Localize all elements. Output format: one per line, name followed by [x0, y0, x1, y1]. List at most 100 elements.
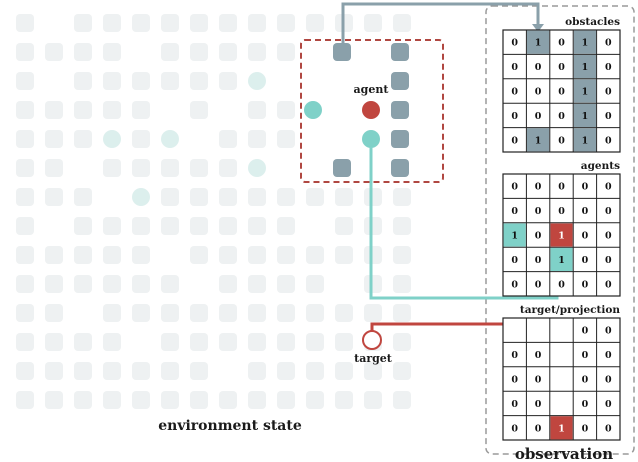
grid-cell: [393, 188, 411, 206]
grid-cell: [161, 391, 179, 409]
observation-cell: 0: [558, 111, 565, 122]
observation-cell: 0: [511, 255, 518, 266]
grid-cell: [161, 333, 179, 351]
grid-cell: [16, 43, 34, 61]
grid-cell: [190, 246, 208, 264]
observation-cell: 0: [605, 38, 612, 49]
observation-cell: 0: [535, 206, 542, 217]
grid-cell: [219, 275, 237, 293]
observation-cell: 0: [582, 375, 589, 386]
faint-agent: [103, 130, 121, 148]
grid-cell: [277, 43, 295, 61]
observation-cell: 0: [535, 87, 542, 98]
grid-cell: [335, 391, 353, 409]
grid-cell: [132, 130, 150, 148]
faint-agent: [161, 130, 179, 148]
grid-cell: [74, 14, 92, 32]
observation-cell: 1: [558, 423, 565, 434]
observation-cell: 0: [511, 350, 518, 361]
observation-cell: 0: [535, 423, 542, 434]
grid-cell: [393, 333, 411, 351]
observation-cell: 0: [511, 375, 518, 386]
observation-cell: 1: [535, 38, 542, 49]
observation-label: observation: [515, 445, 613, 462]
grid-cell: [306, 14, 324, 32]
observation-cell: 0: [535, 255, 542, 266]
observation-box: [485, 5, 635, 455]
grid-cell: [16, 130, 34, 148]
grid-cell: [74, 391, 92, 409]
grid-cell: [190, 304, 208, 322]
grid-cell: [103, 159, 121, 177]
grid-cell: [16, 246, 34, 264]
observation-cell: 1: [558, 231, 565, 242]
grid-cell: [74, 43, 92, 61]
observation-cell-highlight: [573, 79, 596, 103]
grid-cell: [74, 217, 92, 235]
grid-cell: [103, 304, 121, 322]
grid-cell: [306, 275, 324, 293]
grid-cell: [248, 217, 266, 235]
obstacle: [333, 43, 351, 61]
observation-cell: 0: [605, 231, 612, 242]
observation-cell: 0: [605, 206, 612, 217]
grid-cell: [219, 246, 237, 264]
grid-cell: [248, 304, 266, 322]
grid-cell: [219, 14, 237, 32]
observation-cell-highlight: [573, 103, 596, 127]
grid-cell: [364, 188, 382, 206]
observation-cell: 0: [558, 87, 565, 98]
obstacle: [391, 130, 409, 148]
grid-cell: [132, 304, 150, 322]
grid-cell: [335, 362, 353, 380]
grid-cell: [219, 304, 237, 322]
observation-cell: 0: [535, 375, 542, 386]
grid-cell: [74, 246, 92, 264]
grid-cell: [364, 217, 382, 235]
grid-cell: [335, 246, 353, 264]
grid-cell: [306, 362, 324, 380]
grid-cell: [16, 304, 34, 322]
grid-cell: [190, 72, 208, 90]
observation-cell: 0: [582, 255, 589, 266]
grid-cell: [16, 72, 34, 90]
grid-cell: [16, 14, 34, 32]
observation-cell: 0: [582, 206, 589, 217]
obstacle: [391, 43, 409, 61]
observation-cell: 0: [582, 182, 589, 193]
observation-cell: 0: [535, 62, 542, 73]
grid-cell: [364, 246, 382, 264]
grid-cell: [277, 14, 295, 32]
observation-cell-highlight: [527, 30, 550, 54]
grid-cell: [219, 43, 237, 61]
obstacle-arrow-head: [532, 24, 544, 32]
grid-cell: [248, 14, 266, 32]
grid-cell: [103, 14, 121, 32]
grid-cell: [16, 362, 34, 380]
grid-cell: [393, 391, 411, 409]
grid-cell: [393, 14, 411, 32]
grid-cell: [190, 14, 208, 32]
grid-cell: [335, 304, 353, 322]
observation-cell: 0: [582, 279, 589, 290]
grid-cell: [335, 333, 353, 351]
observation-cell: 0: [511, 399, 518, 410]
grid-cell: [219, 72, 237, 90]
grid-cell: [364, 304, 382, 322]
grid-cell: [74, 130, 92, 148]
grid-cell: [103, 101, 121, 119]
grid-cell: [16, 101, 34, 119]
observation-cell: 1: [535, 135, 542, 146]
grid-cell: [45, 188, 63, 206]
agent-label: agent: [354, 83, 390, 96]
observation-cell: 0: [558, 182, 565, 193]
observation-cell: 0: [605, 423, 612, 434]
grid-cell: [16, 217, 34, 235]
observation-cell: 0: [511, 206, 518, 217]
observation-cell-highlight: [573, 55, 596, 79]
grid-cell: [45, 333, 63, 351]
obstacle: [333, 159, 351, 177]
grid-cell: [74, 188, 92, 206]
grid-cell: [45, 304, 63, 322]
